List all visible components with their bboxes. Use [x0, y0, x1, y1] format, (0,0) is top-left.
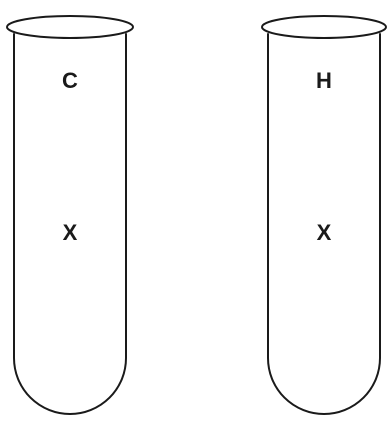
test-tube-right-rim [261, 15, 387, 39]
test-tube-left-rim [6, 15, 134, 39]
test-tube-left-body [13, 33, 127, 415]
test-tube-right-top-label: H [316, 68, 332, 93]
test-tube-right-body [267, 33, 381, 415]
test-tube-right: H X [261, 15, 387, 415]
test-tube-right-middle-label: X [317, 220, 332, 245]
test-tube-left-middle-label: X [63, 220, 78, 245]
test-tube-left: C X [6, 15, 134, 415]
test-tube-left-top-label: C [62, 68, 78, 93]
